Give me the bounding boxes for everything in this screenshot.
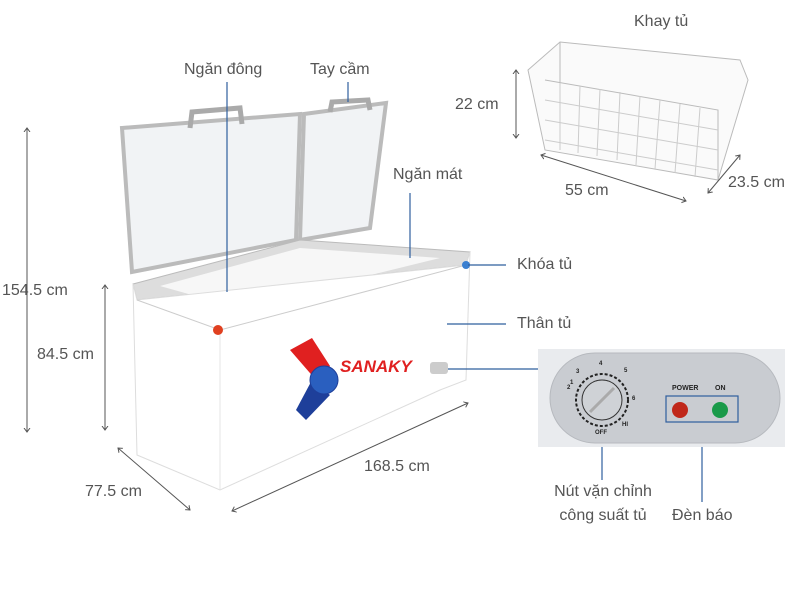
width-arrow — [232, 403, 468, 511]
control-panel — [538, 349, 785, 447]
dial-mark-5: 5 — [624, 368, 628, 374]
on-label: ON — [715, 385, 726, 392]
tray-label: Khay tủ — [634, 13, 689, 30]
wire-tray — [527, 41, 749, 181]
on-led — [712, 402, 728, 418]
tray-length-label: 55 cm — [565, 182, 609, 199]
total-height-label: 154.5 cm — [2, 282, 68, 299]
dial-mark-4: 4 — [599, 361, 603, 367]
chest-freezer: SANAKY — [119, 97, 471, 491]
body-label: Thân tủ — [517, 315, 572, 332]
body-height-label: 84.5 cm — [37, 346, 94, 363]
dial-mark-3: 3 — [576, 369, 580, 375]
tray-height-label: 22 cm — [455, 96, 499, 113]
indicator-label: Đèn báo — [672, 507, 733, 524]
dial-mark-1: 1 — [570, 380, 574, 386]
width-label: 168.5 cm — [364, 458, 430, 475]
brand-logo: SANAKY — [340, 357, 413, 376]
freezer-label: Ngăn đông — [184, 61, 263, 78]
dial-hi: HI — [622, 422, 628, 428]
knob-label-line1: Nút vặn chỉnh — [554, 483, 652, 500]
tray-width-label: 23.5 cm — [728, 174, 785, 191]
cooler-label: Ngăn mát — [393, 166, 463, 183]
knob-label-line2: công suất tủ — [559, 507, 647, 524]
tray-width-arrow — [708, 155, 740, 193]
power-led — [672, 402, 688, 418]
depth-arrow — [118, 448, 190, 510]
lock-label: Khóa tủ — [517, 256, 573, 273]
handle-label: Tay cầm — [310, 61, 370, 78]
depth-label: 77.5 cm — [85, 483, 142, 500]
dial-mark-6: 6 — [632, 396, 636, 402]
dial-mark-2: 2 — [567, 385, 571, 391]
power-label: POWER — [672, 385, 699, 392]
dial-off: OFF — [595, 430, 607, 436]
tray-length-arrow — [541, 155, 686, 201]
